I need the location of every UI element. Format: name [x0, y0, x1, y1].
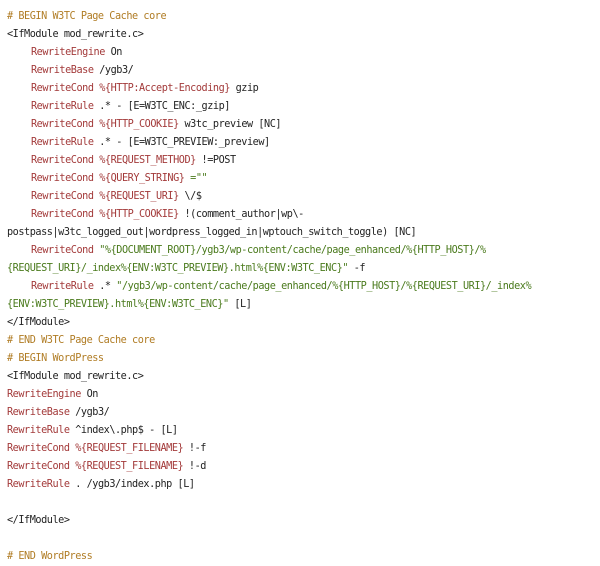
string-token: "/ygb3/wp-content/cache/page_enhanced/%{… [116, 281, 532, 292]
directive-tag-token: </IfModule> [7, 515, 70, 526]
code-line: RewriteCond %{QUERY_STRING} ="" [7, 170, 595, 188]
text-token: .* - [E=W3TC_ENC:_gzip] [93, 101, 230, 112]
code-line: {ENV:W3TC_PREVIEW}.html%{ENV:W3TC_ENC}" … [7, 296, 595, 314]
text-token: !=POST [195, 155, 237, 166]
comment-token: # END WordPress [7, 551, 93, 562]
code-line: RewriteCond %{HTTP_COOKIE} !(comment_aut… [7, 206, 595, 224]
string-token: {REQUEST_URI}/_index%{ENV:W3TC_PREVIEW}.… [7, 263, 349, 274]
code-line: RewriteRule .* - [E=W3TC_PREVIEW:_previe… [7, 134, 595, 152]
code-line: RewriteEngine On [7, 44, 595, 62]
htaccess-code-block: # BEGIN W3TC Page Cache core <IfModule mo… [7, 8, 595, 566]
directive-keyword-token: RewriteCond [31, 209, 94, 220]
text-token: On [104, 47, 123, 58]
directive-tag-token: <IfModule mod_rewrite.c> [7, 29, 144, 40]
code-line: RewriteCond %{HTTP_COOKIE} w3tc_preview … [7, 116, 595, 134]
server-variable-token: %{HTTP:Accept-Encoding} [99, 83, 230, 94]
code-line: {REQUEST_URI}/_index%{ENV:W3TC_PREVIEW}.… [7, 260, 595, 278]
text-token: !-d [183, 461, 207, 472]
code-line: RewriteCond %{HTTP:Accept-Encoding} gzip [7, 80, 595, 98]
text-token: .* - [E=W3TC_PREVIEW:_preview] [93, 137, 270, 148]
server-variable-token: %{HTTP_COOKIE} [99, 209, 179, 220]
directive-keyword-token: RewriteCond [31, 155, 94, 166]
code-line [7, 530, 595, 548]
directive-keyword-token: RewriteCond [31, 245, 94, 256]
directive-keyword-token: RewriteRule [31, 281, 94, 292]
code-line: RewriteCond %{REQUEST_METHOD} !=POST [7, 152, 595, 170]
code-line [7, 494, 595, 512]
directive-keyword-token: RewriteRule [31, 137, 94, 148]
text-token: w3tc_preview [NC] [178, 119, 282, 130]
code-line: <IfModule mod_rewrite.c> [7, 368, 595, 386]
text-token: On [80, 389, 99, 400]
directive-keyword-token: RewriteBase [7, 407, 70, 418]
code-line: RewriteCond "%{DOCUMENT_ROOT}/ygb3/wp-co… [7, 242, 595, 260]
text-token: ^index\.php$ - [L] [69, 425, 178, 436]
directive-keyword-token: RewriteCond [7, 443, 70, 454]
code-line: </IfModule> [7, 314, 595, 332]
code-line: <IfModule mod_rewrite.c> [7, 26, 595, 44]
directive-keyword-token: RewriteCond [31, 119, 94, 130]
code-line: RewriteCond %{REQUEST_URI} \/$ [7, 188, 595, 206]
directive-keyword-token: RewriteRule [31, 101, 94, 112]
server-variable-token: %{REQUEST_FILENAME} [75, 461, 184, 472]
code-line: RewriteRule ^index\.php$ - [L] [7, 422, 595, 440]
text-token: -f [348, 263, 366, 274]
directive-tag-token: <IfModule mod_rewrite.c> [7, 371, 144, 382]
text-token: postpass|w3tc_logged_out|wordpress_logge… [7, 227, 417, 238]
server-variable-token: %{QUERY_STRING} [99, 173, 185, 184]
server-variable-token: %{REQUEST_URI} [99, 191, 179, 202]
comment-token: # BEGIN W3TC Page Cache core [7, 11, 167, 22]
text-token: . /ygb3/index.php [L] [69, 479, 195, 490]
code-line: # BEGIN WordPress [7, 350, 595, 368]
server-variable-token: %{REQUEST_METHOD} [99, 155, 196, 166]
code-line: RewriteCond %{REQUEST_FILENAME} !-f [7, 440, 595, 458]
string-token: "%{DOCUMENT_ROOT}/ygb3/wp-content/cache/… [99, 245, 486, 256]
code-line: RewriteRule .* "/ygb3/wp-content/cache/p… [7, 278, 595, 296]
directive-keyword-token: RewriteCond [31, 83, 94, 94]
text-token: [L] [228, 299, 252, 310]
directive-keyword-token: RewriteCond [31, 173, 94, 184]
directive-keyword-token: RewriteCond [7, 461, 70, 472]
text-token: \/$ [178, 191, 202, 202]
code-line: # END WordPress [7, 548, 595, 566]
string-token: {ENV:W3TC_PREVIEW}.html%{ENV:W3TC_ENC}" [7, 299, 229, 310]
directive-keyword-token: RewriteRule [7, 425, 70, 436]
code-line: RewriteRule . /ygb3/index.php [L] [7, 476, 595, 494]
code-line: # BEGIN W3TC Page Cache core [7, 8, 595, 26]
directive-keyword-token: RewriteRule [7, 479, 70, 490]
code-line: RewriteBase /ygb3/ [7, 62, 595, 80]
text-token: gzip [229, 83, 259, 94]
string-token: ="" [184, 173, 208, 184]
code-line: RewriteEngine On [7, 386, 595, 404]
code-line: RewriteBase /ygb3/ [7, 404, 595, 422]
comment-token: # END W3TC Page Cache core [7, 335, 155, 346]
code-line: </IfModule> [7, 512, 595, 530]
comment-token: # BEGIN WordPress [7, 353, 104, 364]
server-variable-token: %{HTTP_COOKIE} [99, 119, 179, 130]
directive-keyword-token: RewriteEngine [7, 389, 81, 400]
text-token: /ygb3/ [93, 65, 134, 76]
code-line: # END W3TC Page Cache core [7, 332, 595, 350]
directive-keyword-token: RewriteBase [31, 65, 94, 76]
directive-tag-token: </IfModule> [7, 317, 70, 328]
code-line: RewriteCond %{REQUEST_FILENAME} !-d [7, 458, 595, 476]
text-token: !-f [183, 443, 207, 454]
code-line: postpass|w3tc_logged_out|wordpress_logge… [7, 224, 595, 242]
text-token: .* [93, 281, 117, 292]
directive-keyword-token: RewriteEngine [31, 47, 105, 58]
text-token: /ygb3/ [69, 407, 110, 418]
text-token: !(comment_author|wp\- [178, 209, 304, 220]
code-line: RewriteRule .* - [E=W3TC_ENC:_gzip] [7, 98, 595, 116]
server-variable-token: %{REQUEST_FILENAME} [75, 443, 184, 454]
directive-keyword-token: RewriteCond [31, 191, 94, 202]
